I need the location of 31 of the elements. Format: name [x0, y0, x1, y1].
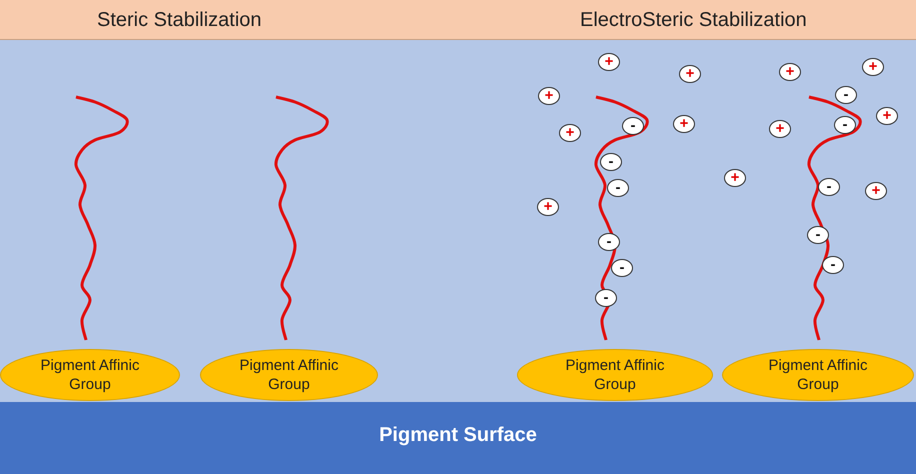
- positive-charge: +: [673, 115, 695, 133]
- negative-charge: -: [600, 153, 622, 171]
- positive-charge: +: [876, 107, 898, 125]
- header-band: [0, 0, 916, 40]
- positive-charge: +: [724, 169, 746, 187]
- affinic-group-ellipse: Pigment Affinic Group: [517, 349, 713, 401]
- positive-charge: +: [598, 53, 620, 71]
- positive-charge: +: [865, 182, 887, 200]
- pigment-surface-band: Pigment Surface: [0, 402, 916, 474]
- section-heading: ElectroSteric Stabilization: [580, 9, 807, 32]
- negative-charge: -: [595, 289, 617, 307]
- affinic-group-ellipse: Pigment Affinic Group: [200, 349, 378, 401]
- positive-charge: +: [862, 58, 884, 76]
- positive-charge: +: [679, 65, 701, 83]
- section-heading: Steric Stabilization: [97, 9, 262, 32]
- negative-charge: -: [622, 117, 644, 135]
- affinic-group-ellipse: Pigment Affinic Group: [722, 349, 914, 401]
- negative-charge: -: [607, 179, 629, 197]
- affinic-group-ellipse: Pigment Affinic Group: [0, 349, 180, 401]
- positive-charge: +: [537, 198, 559, 216]
- positive-charge: +: [559, 124, 581, 142]
- negative-charge: -: [818, 178, 840, 196]
- negative-charge: -: [611, 259, 633, 277]
- negative-charge: -: [598, 233, 620, 251]
- positive-charge: +: [779, 63, 801, 81]
- negative-charge: -: [807, 226, 829, 244]
- negative-charge: -: [835, 86, 857, 104]
- negative-charge: -: [822, 256, 844, 274]
- positive-charge: +: [769, 120, 791, 138]
- negative-charge: -: [834, 116, 856, 134]
- positive-charge: +: [538, 87, 560, 105]
